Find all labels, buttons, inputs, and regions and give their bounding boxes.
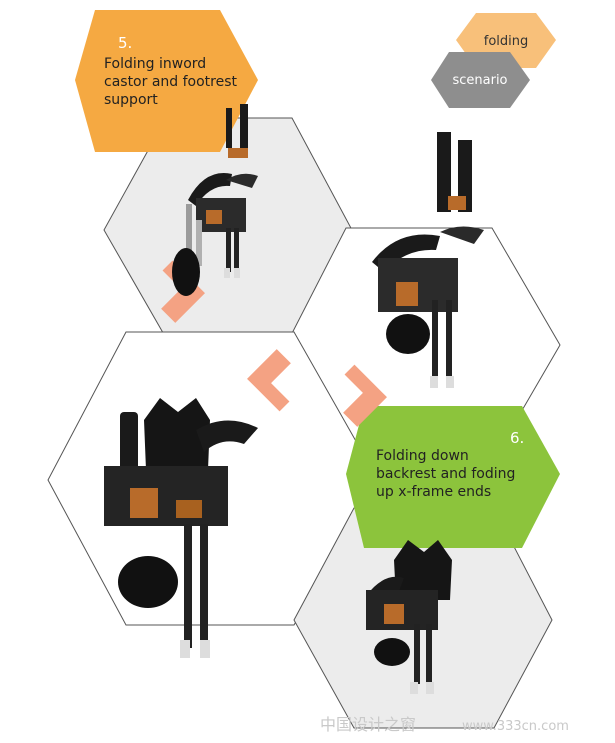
tag-word-folding: folding (484, 34, 529, 49)
step6-line-1: Folding down (376, 448, 469, 464)
wheelchair-render-large (104, 398, 258, 658)
step6-label-hex (346, 406, 560, 548)
fold-arrow-center-left (247, 349, 291, 412)
wheelchair-render-step5 (172, 104, 258, 296)
tag-word-scenario: scenario (452, 73, 507, 88)
step5-label-hex (75, 10, 258, 152)
wheelchair-render-step5b (372, 132, 484, 388)
step5-number: 5. (118, 34, 132, 52)
step6-number: 6. (510, 429, 524, 447)
step6-line-2: backrest and foding (376, 466, 515, 482)
tag-hex-scenario (431, 52, 530, 108)
step6-line-3: up x-frame ends (376, 484, 491, 500)
watermark-url: www.333cn.com (462, 719, 569, 734)
wheelchair-render-step6 (366, 540, 452, 694)
step5-line-3: support (104, 92, 158, 108)
step5-line-2: castor and footrest (104, 74, 238, 90)
fold-arrow-center-right (343, 364, 387, 427)
step5-line-1: Folding inword (104, 56, 206, 72)
watermark-cn: 中国设计之窗 (320, 715, 416, 734)
